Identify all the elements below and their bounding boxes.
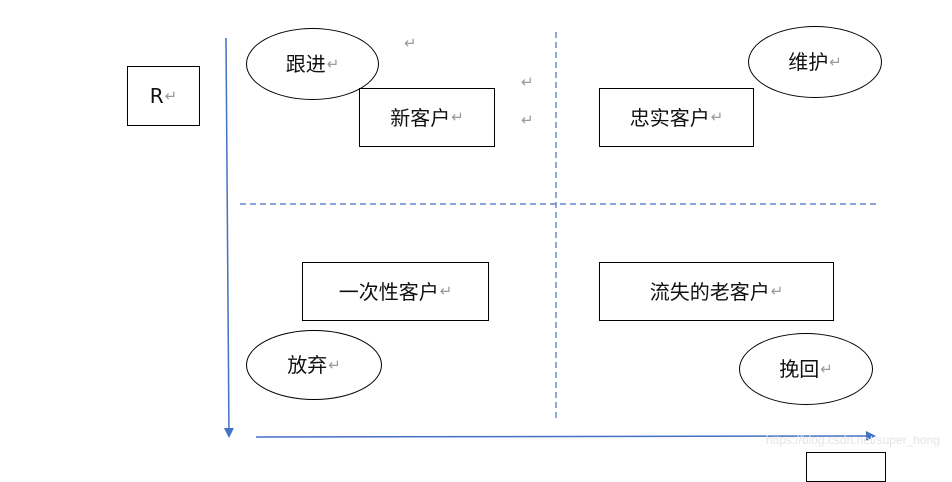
action-maintain-label: 维护	[788, 50, 829, 74]
return-mark: ↵	[328, 355, 341, 374]
return-mark: ↵	[439, 282, 453, 300]
watermark-text: https://blog.csdn.net/super_hong	[765, 433, 940, 447]
vertical-axis-arrow	[223, 37, 234, 438]
return-mark: ↵	[710, 108, 724, 126]
return-mark: ↵	[521, 73, 534, 91]
action-abandon-ellipse: 放弃↵	[246, 330, 382, 400]
new-customer-label: 新客户	[390, 105, 451, 130]
action-win-back-label: 挽回	[779, 357, 820, 381]
action-follow-up-label: 跟进	[285, 52, 326, 76]
one-time-customer-box: 一次性客户↵	[302, 262, 489, 321]
loyal-customer-box: 忠实客户↵	[599, 88, 754, 147]
return-mark: ↵	[404, 34, 417, 52]
action-win-back-ellipse: 挽回↵	[739, 333, 873, 405]
return-mark: ↵	[829, 52, 842, 71]
loyal-customer-label: 忠实客户	[629, 105, 710, 130]
lost-old-customer-box: 流失的老客户↵	[599, 262, 834, 321]
r-axis-label-box: R↵	[127, 66, 200, 126]
new-customer-box: 新客户↵	[359, 88, 495, 147]
horizontal-axis-arrow	[255, 431, 876, 442]
r-axis-label: R	[149, 84, 164, 108]
return-mark: ↵	[820, 359, 833, 378]
diagram-canvas	[223, 32, 880, 442]
action-follow-up-ellipse: 跟进↵	[246, 28, 379, 100]
return-mark: ↵	[521, 111, 534, 129]
one-time-customer-label: 一次性客户	[338, 279, 439, 304]
return-mark: ↵	[326, 54, 340, 73]
return-mark: ↵	[451, 108, 464, 126]
action-abandon-label: 放弃	[287, 353, 328, 377]
return-mark: ↵	[770, 282, 784, 300]
lost-old-customer-label: 流失的老客户	[649, 279, 770, 304]
action-maintain-ellipse: 维护↵	[748, 26, 882, 98]
cropped-box-edge	[806, 452, 886, 482]
return-mark: ↵	[164, 86, 178, 105]
